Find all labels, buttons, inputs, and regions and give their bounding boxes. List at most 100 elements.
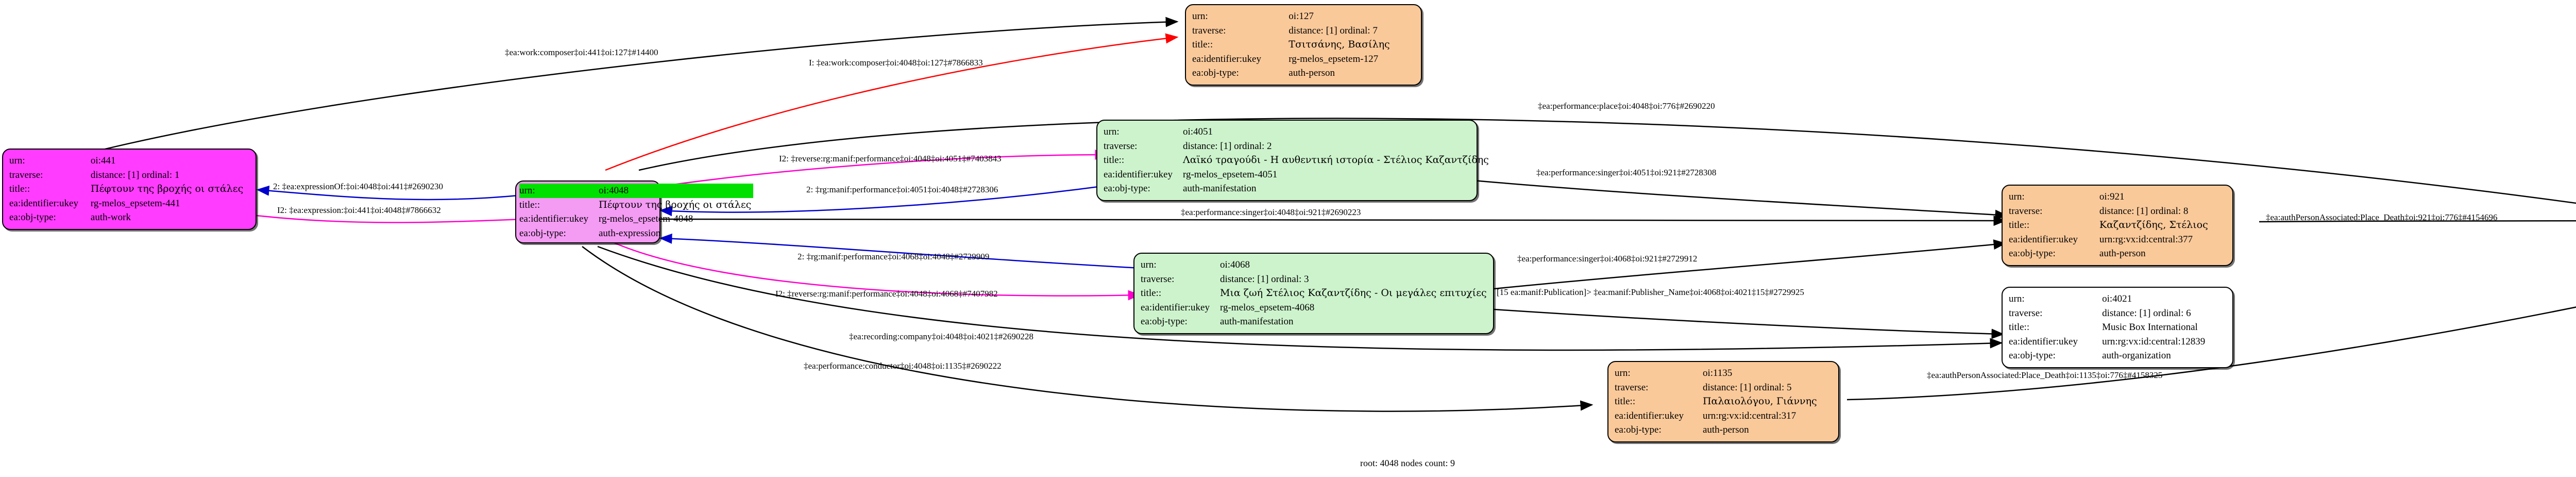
node-row-urn: urn: oi:4051: [1104, 125, 1491, 139]
node-oi-441[interactable]: urn: oi:441 traverse: distance: [1] ordi…: [2, 149, 257, 230]
node-row-urn: urn: oi:127: [1192, 9, 1415, 24]
field-label-urn: urn:: [1615, 368, 1631, 379]
field-label-title: title::: [519, 199, 540, 210]
field-value-traverse: distance: [1] ordinal: 6: [2102, 307, 2191, 319]
field-value-urn: oi:4068: [1220, 259, 1250, 270]
field-value-title: Music Box International: [2102, 322, 2198, 333]
edge-label-manif-performance-4051-4048: 2: ‡rg:manif:performance‡oi:4051‡oi:4048…: [806, 185, 998, 194]
field-value-ukey: urn:rg:vx:id:central:377: [2099, 234, 2193, 245]
field-value-traverse: distance: [1] ordinal: 5: [1702, 382, 1792, 393]
node-row-ukey: ea:identifier:ukey urn:rg:vx:id:central:…: [1615, 409, 1832, 423]
node-row-title: title:: Μια ζωή Στέλιος Καζαντζίδης - Οι…: [1141, 286, 1489, 301]
field-label-title: title::: [1141, 288, 1162, 299]
node-row-title: title:: Πέφτουν της βροχής οι στάλες: [519, 198, 753, 212]
field-label-traverse: traverse:: [1104, 140, 1138, 152]
edge-label-performance-place-4048-776: ‡ea:performance:place‡oi:4048‡oi:776‡#26…: [1538, 101, 1715, 111]
node-row-objtype: ea:obj-type: auth-expression: [519, 226, 753, 241]
node-row-objtype: ea:obj-type: auth-manifestation: [1141, 315, 1489, 329]
node-row-traverse: traverse: distance: [1] ordinal: 8: [2009, 204, 2226, 219]
node-row-traverse: traverse: distance: [1] ordinal: 1: [9, 168, 249, 183]
field-value-traverse: distance: [1] ordinal: 2: [1183, 140, 1272, 152]
field-value-urn: oi:441: [90, 155, 116, 166]
field-value-objtype: auth-person: [2099, 248, 2146, 259]
field-value-objtype: auth-manifestation: [1183, 183, 1257, 194]
edge-label-manif-performance-4068-4048: 2: ‡rg:manif:performance‡oi:4068‡oi:4048…: [798, 252, 990, 261]
edge-label-manif-publisher-name-4068-4021: [15 ea:manif:Publication]> ‡ea:manif:Pub…: [1497, 287, 1804, 297]
node-row-objtype: ea:obj-type: auth-person: [2009, 246, 2226, 261]
field-label-title: title::: [1615, 396, 1636, 407]
field-value-title: Τσιτσάνης, Βασίλης: [1289, 39, 1390, 51]
field-label-ukey: ea:identifier:ukey: [2009, 234, 2078, 245]
node-row-ukey: ea:identifier:ukey rg-melos_epsetem-4051: [1104, 168, 1491, 182]
field-label-title: title::: [2009, 322, 2030, 333]
field-value-traverse: distance: [1] ordinal: 1: [90, 169, 180, 180]
node-row-title: title:: Τσιτσάνης, Βασίλης: [1192, 38, 1415, 52]
edge-label-performance-conductor-4048-1135: ‡ea:performance:conductor‡oi:4048‡oi:113…: [804, 361, 1002, 371]
field-label-traverse: traverse:: [2009, 307, 2043, 319]
node-oi-127[interactable]: urn: oi:127 traverse: distance: [1] ordi…: [1185, 4, 1422, 86]
field-label-objtype: ea:obj-type:: [1615, 424, 1662, 436]
node-row-objtype: ea:obj-type: auth-organization: [2009, 349, 2226, 363]
field-label-ukey: ea:identifier:ukey: [1192, 53, 1261, 64]
field-label-urn: urn:: [519, 184, 598, 198]
node-row-traverse: traverse: distance: [1] ordinal: 2: [1104, 139, 1491, 154]
node-row-title: title:: Πέφτουν της βροχής οι στάλες: [9, 182, 249, 196]
node-row-ukey: ea:identifier:ukey rg-melos_epsetem-4048: [519, 212, 753, 226]
field-label-objtype: ea:obj-type:: [1104, 183, 1150, 194]
node-row-ukey: ea:identifier:ukey urn:rg:vx:id:central:…: [2009, 233, 2226, 247]
edge-label-place-death-921-776: ‡ea:authPersonAssociated:Place_Death‡oi:…: [2266, 212, 2498, 222]
field-value-objtype: auth-work: [90, 212, 131, 223]
field-value-traverse: distance: [1] ordinal: 3: [1220, 273, 1309, 285]
field-value-traverse: distance: [1] ordinal: 8: [2099, 205, 2189, 217]
edge-label-expression-441-4048: I2: ‡ea:expression:‡oi:441‡oi:4048‡#7866…: [277, 205, 441, 215]
node-row-traverse: traverse: distance: [1] ordinal: 5: [1615, 381, 1832, 395]
field-label-objtype: ea:obj-type:: [519, 227, 566, 239]
edge-label-reverse-manif-performance-4048-4068: I2: ‡reverse:rg:manif:performance‡oi:404…: [775, 289, 998, 299]
node-oi-4051[interactable]: urn: oi:4051 traverse: distance: [1] ord…: [1096, 120, 1489, 201]
node-row-ukey: ea:identifier:ukey rg-melos_epsetem-4068: [1141, 301, 1489, 315]
field-label-urn: urn:: [1192, 11, 1208, 22]
node-oi-4048[interactable]: urn: oi:4048 title:: Πέφτουν της βροχής …: [515, 180, 754, 244]
edge-label-performance-singer-4048-921: ‡ea:performance:singer‡oi:4048‡oi:921‡#2…: [1181, 207, 1361, 217]
field-label-ukey: ea:identifier:ukey: [1104, 169, 1173, 180]
field-label-traverse: traverse:: [1192, 25, 1226, 36]
edge-label-work-composer-441-127: ‡ea:work:composer‡oi:441‡oi:127‡#14400: [505, 47, 658, 57]
node-row-urn: urn: oi:441: [9, 154, 249, 168]
field-value-ukey: rg-melos_epsetem-4048: [599, 213, 693, 225]
field-label-urn: urn:: [2009, 191, 2025, 202]
field-value-ukey: rg-melos_epsetem-441: [90, 198, 180, 209]
field-label-objtype: ea:obj-type:: [1192, 68, 1239, 79]
node-oi-921[interactable]: urn: oi:921 traverse: distance: [1] ordi…: [2002, 185, 2233, 266]
node-row-urn: urn: oi:4021: [2009, 292, 2226, 306]
field-value-objtype: auth-person: [1289, 68, 1335, 79]
field-label-ukey: ea:identifier:ukey: [519, 213, 588, 225]
field-value-ukey: rg-melos_epsetem-4051: [1183, 169, 1278, 180]
edge-label-expressionof-4048-441: 2: ‡ea:expressionOf:‡oi:4048‡oi:441‡#269…: [273, 182, 444, 191]
graph-footer: root: 4048 nodes count: 9: [1360, 458, 1455, 468]
field-value-urn: oi:921: [2099, 191, 2125, 202]
node-row-ukey: ea:identifier:ukey rg-melos_epsetem-127: [1192, 52, 1415, 67]
field-label-urn: urn:: [2009, 293, 2025, 304]
node-oi-1135[interactable]: urn: oi:1135 traverse: distance: [1] ord…: [1607, 361, 1839, 442]
field-label-title: title::: [1192, 39, 1213, 51]
node-oi-4068[interactable]: urn: oi:4068 traverse: distance: [1] ord…: [1133, 253, 1494, 334]
node-row-ukey: ea:identifier:ukey urn:rg:vx:id:central:…: [2009, 335, 2226, 349]
field-label-ukey: ea:identifier:ukey: [1615, 410, 1684, 421]
field-value-title: Μια ζωή Στέλιος Καζαντζίδης - Οι μεγάλες…: [1220, 287, 1487, 299]
field-label-objtype: ea:obj-type:: [2009, 248, 2056, 259]
field-value-urn: oi:1135: [1702, 368, 1733, 379]
edge-label-reverse-manif-performance-4048-4051: I2: ‡reverse:rg:manif:performance‡oi:404…: [779, 154, 1002, 163]
field-value-objtype: auth-person: [1702, 424, 1749, 436]
field-value-title: Πέφτουν της βροχής οι στάλες: [90, 183, 244, 195]
node-oi-4021[interactable]: urn: oi:4021 traverse: distance: [1] ord…: [2002, 287, 2233, 368]
field-label-traverse: traverse:: [1141, 273, 1175, 285]
field-label-urn: urn:: [1104, 126, 1120, 137]
field-label-traverse: traverse:: [1615, 382, 1649, 393]
field-label-urn: urn:: [1141, 259, 1157, 270]
field-value-urn: oi:4048: [598, 184, 754, 198]
node-row-urn: urn: oi:4048: [519, 184, 754, 198]
node-row-title: title:: Music Box International: [2009, 320, 2226, 335]
field-label-ukey: ea:identifier:ukey: [1141, 302, 1210, 313]
field-value-title: Παλαιολόγου, Γιάννης: [1702, 396, 1817, 407]
field-label-objtype: ea:obj-type:: [2009, 350, 2056, 361]
